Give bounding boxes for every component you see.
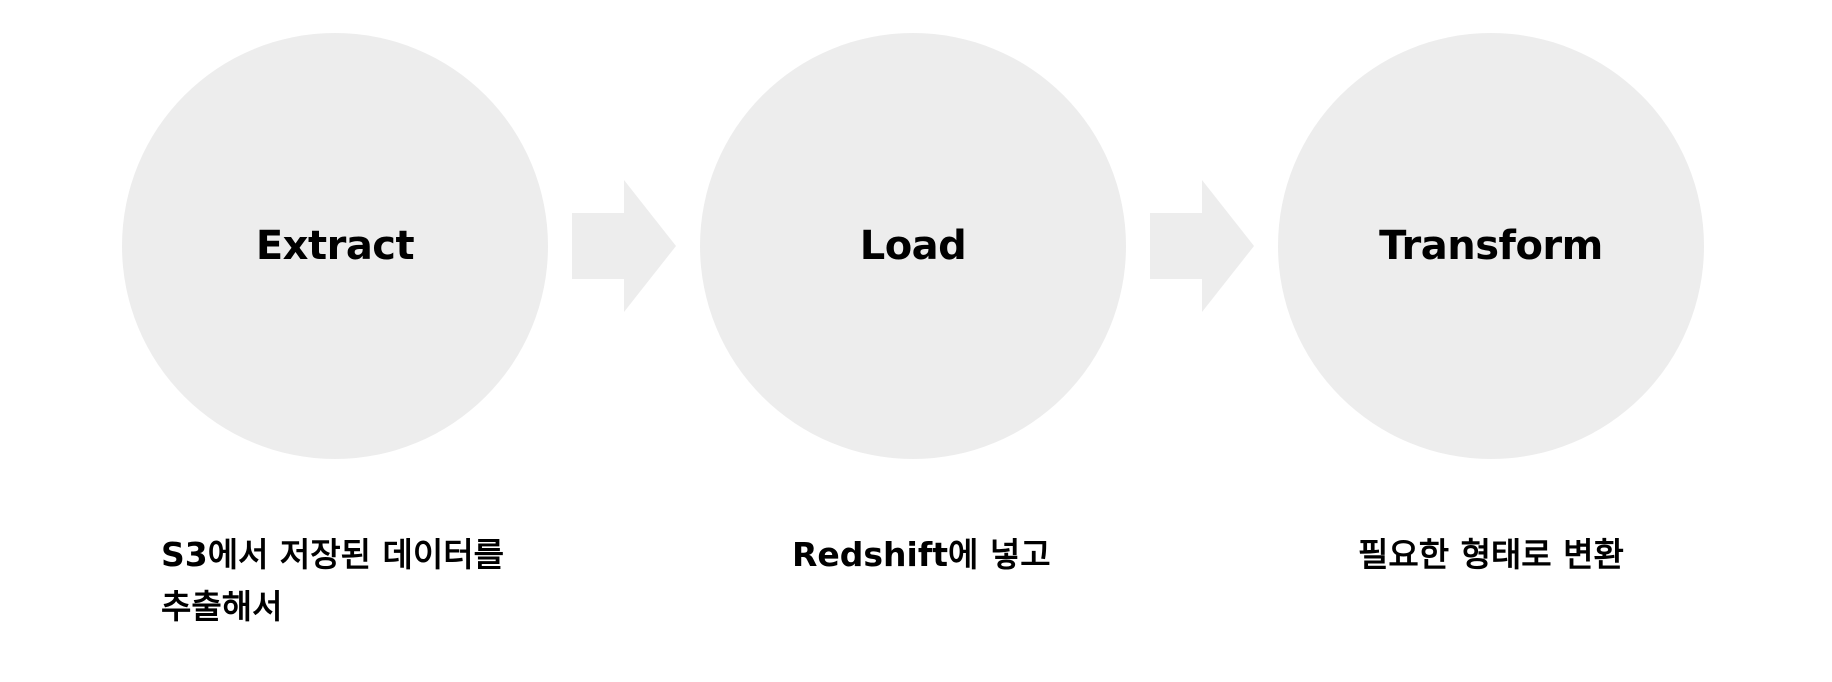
load-circle: Load xyxy=(700,33,1126,459)
transform-label: Transform xyxy=(1379,223,1603,269)
transform-description-line1: 필요한 형태로 변환 xyxy=(1358,535,1624,574)
arrow-right-icon xyxy=(1150,180,1254,312)
extract-description-line2: 추출해서 xyxy=(161,587,283,626)
transform-description: 필요한 형태로 변환 xyxy=(1358,529,1624,581)
extract-circle: Extract xyxy=(122,33,548,459)
load-label: Load xyxy=(859,223,967,269)
load-description-line1: Redshift에 넣고 xyxy=(792,535,1051,574)
extract-description: S3에서 저장된 데이터를 추출해서 xyxy=(161,529,561,633)
extract-label: Extract xyxy=(255,223,415,269)
arrow-shape xyxy=(1150,180,1254,312)
transform-circle: Transform xyxy=(1278,33,1704,459)
extract-description-line1: S3에서 저장된 데이터를 xyxy=(161,535,504,574)
arrow-shape xyxy=(572,180,676,312)
arrow-right-icon xyxy=(572,180,676,312)
load-description: Redshift에 넣고 xyxy=(792,529,1051,581)
